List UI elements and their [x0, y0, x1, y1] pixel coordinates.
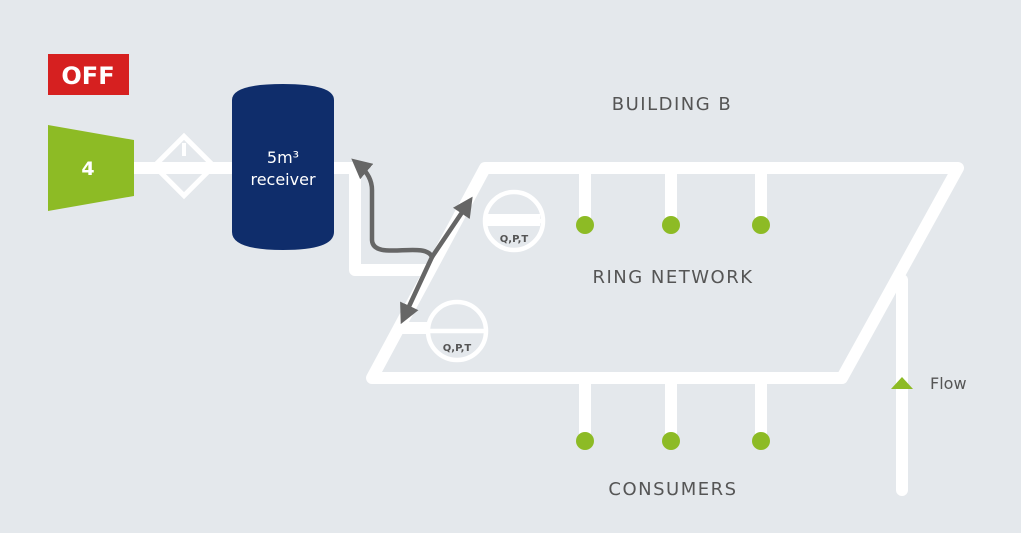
status-badge-text: OFF [61, 62, 114, 90]
meter-lower: Q,P,T [425, 299, 489, 363]
receiver-volume: 5m³ [267, 148, 299, 167]
filter-icon [150, 132, 218, 200]
flow-label: Flow [930, 374, 967, 393]
consumers-label: CONSUMERS [608, 479, 737, 500]
supply-pipe [330, 162, 430, 276]
consumer-node [752, 216, 770, 234]
status-badge: OFF [48, 54, 129, 95]
receiver-tank: 5m³ receiver [232, 84, 334, 250]
consumer-node [752, 432, 770, 450]
compressor-4[interactable]: 4 [48, 125, 134, 211]
consumer-node [662, 432, 680, 450]
arrow-to-ring-lower [400, 254, 435, 325]
consumer-node [662, 216, 680, 234]
flow-arrow-icon [891, 377, 913, 389]
arrow-to-ring-upper [429, 196, 473, 260]
compressor-label: 4 [81, 158, 94, 180]
ring-network-label: RING NETWORK [592, 267, 753, 288]
arrow-to-receiver [351, 158, 435, 260]
consumer-node [576, 216, 594, 234]
meter-lower-label: Q,P,T [443, 343, 472, 354]
building-label: BUILDING B [612, 94, 733, 115]
receiver-label: receiver [250, 170, 315, 189]
meter-upper-label: Q,P,T [500, 234, 529, 245]
consumer-node [576, 432, 594, 450]
meter-upper: Q,P,T [482, 189, 546, 253]
